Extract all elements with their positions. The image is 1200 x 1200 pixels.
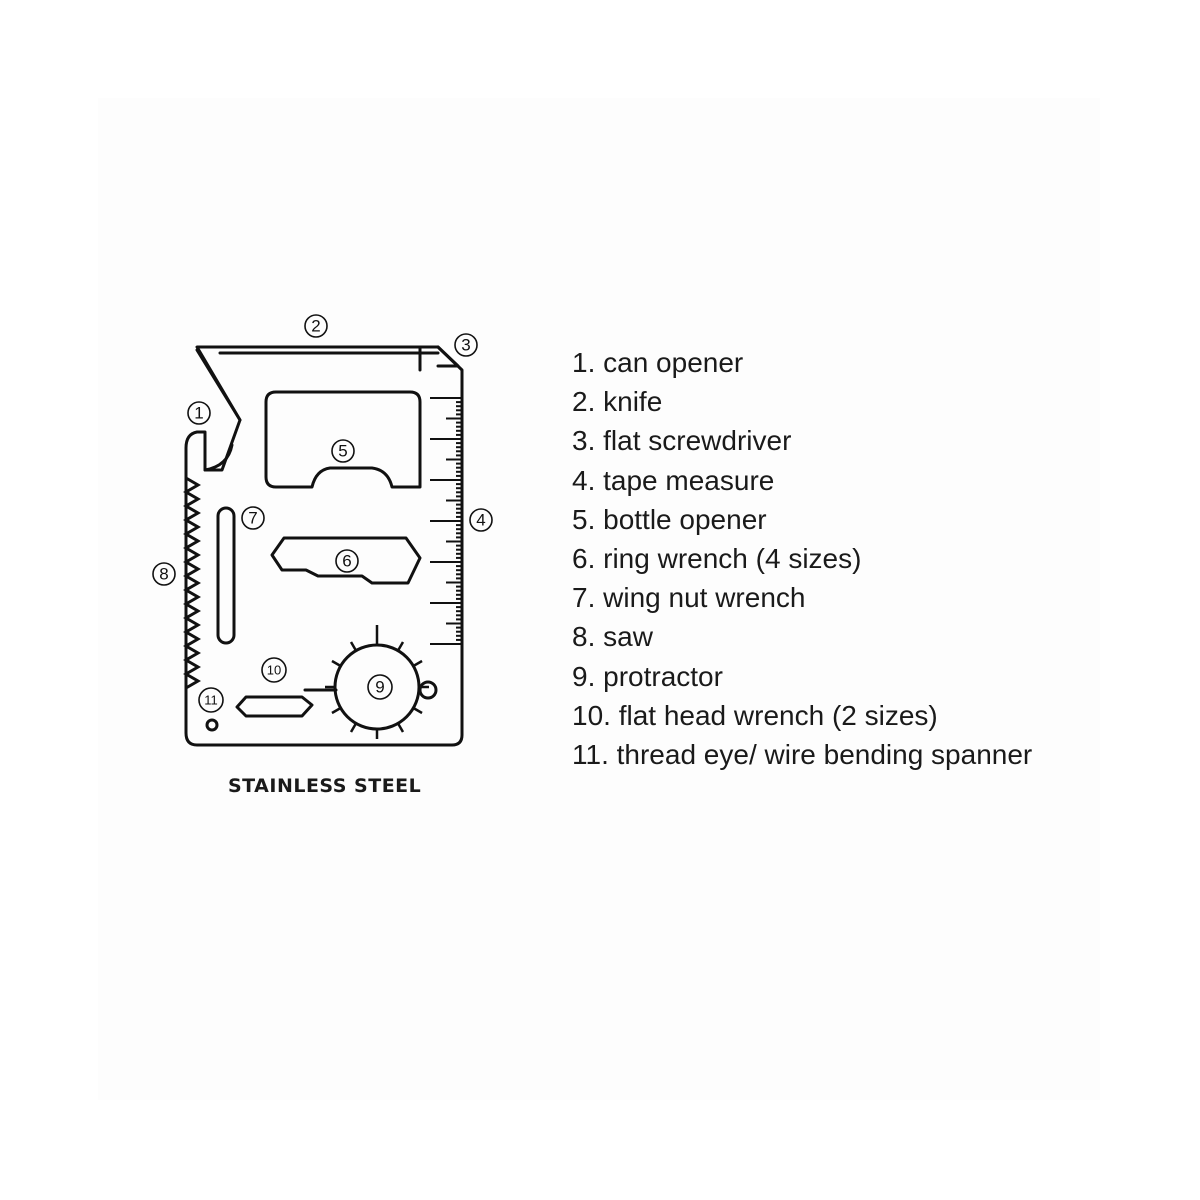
callout-5-circle — [331, 439, 355, 463]
legend-item-tape-measure: 4. tape measure — [572, 464, 775, 496]
protractor-tick — [349, 722, 358, 733]
callout-10-circle — [261, 657, 287, 683]
can-opener-shape — [195, 348, 242, 472]
protractor-tick — [331, 706, 342, 715]
legend-item-wing-nut-wrench: 7. wing nut wrench — [572, 582, 806, 614]
callout-11-circle — [198, 687, 224, 713]
callout-2-label: 2 — [311, 317, 320, 336]
callout-4-label: 4 — [476, 511, 485, 530]
protractor-tick — [412, 706, 423, 715]
bottle-opener-shape — [264, 390, 422, 489]
callout-4-circle — [469, 508, 493, 532]
saw-teeth — [183, 476, 201, 690]
callout-5-label: 5 — [338, 442, 347, 461]
callout-6-label: 6 — [342, 552, 351, 571]
legend-item-knife: 2. knife — [572, 386, 663, 418]
protractor-tick — [331, 659, 342, 668]
callout-1-circle — [187, 401, 211, 425]
thread-eye — [205, 718, 219, 732]
protractor-tick — [396, 641, 405, 652]
legend-item-saw: 8. saw — [572, 621, 653, 653]
callout-6-circle — [335, 549, 359, 573]
ring-wrench-shape — [270, 536, 422, 585]
callout-8-label: 8 — [159, 565, 168, 584]
knife-edge — [218, 345, 440, 372]
callout-3-label: 3 — [461, 336, 470, 355]
callout-2-circle — [304, 314, 328, 338]
callout-9-circle — [367, 674, 393, 700]
tape-measure-ticks — [430, 397, 462, 645]
legend-item-bottle-opener: 5. bottle opener — [572, 503, 767, 535]
protractor-ticks — [325, 625, 429, 739]
callout-3-circle — [454, 333, 478, 357]
callout-8-circle — [152, 562, 176, 586]
callout-1-label: 1 — [194, 404, 203, 423]
legend-item-can-opener: 1. can opener — [572, 347, 744, 378]
legend-item-flat-screwdriver: 3. flat screwdriver — [572, 425, 792, 457]
background-panel — [98, 98, 1100, 1100]
legend-item-flat-head-wrench: 10. flat head wrench (2 sizes) — [572, 699, 938, 731]
protractor-tick — [349, 641, 358, 652]
protractor-tick — [396, 722, 405, 733]
protractor-tick — [412, 659, 423, 668]
tool-legend: 1. can opener 2. knife 3. flat screwdriv… — [572, 343, 1032, 774]
legend-item-ring-wrench: 6. ring wrench (4 sizes) — [572, 543, 862, 575]
flat-screwdriver-shape — [436, 345, 460, 368]
callout-11-label: 11 — [204, 693, 218, 708]
legend-item-protractor: 9. protractor — [572, 660, 723, 692]
callout-7-circle — [241, 506, 265, 530]
callout-9-label: 9 — [375, 678, 384, 697]
card-caption: STAINLESS STEEL — [228, 775, 422, 797]
wing-nut-wrench-slot — [216, 506, 236, 645]
card-outline — [184, 345, 464, 747]
legend-item-thread-eye: 11. thread eye/ wire bending spanner — [572, 739, 1033, 771]
callout-10-label: 10 — [267, 663, 281, 678]
flat-head-wrench-shape — [235, 695, 314, 718]
callout-7-label: 7 — [248, 509, 257, 528]
